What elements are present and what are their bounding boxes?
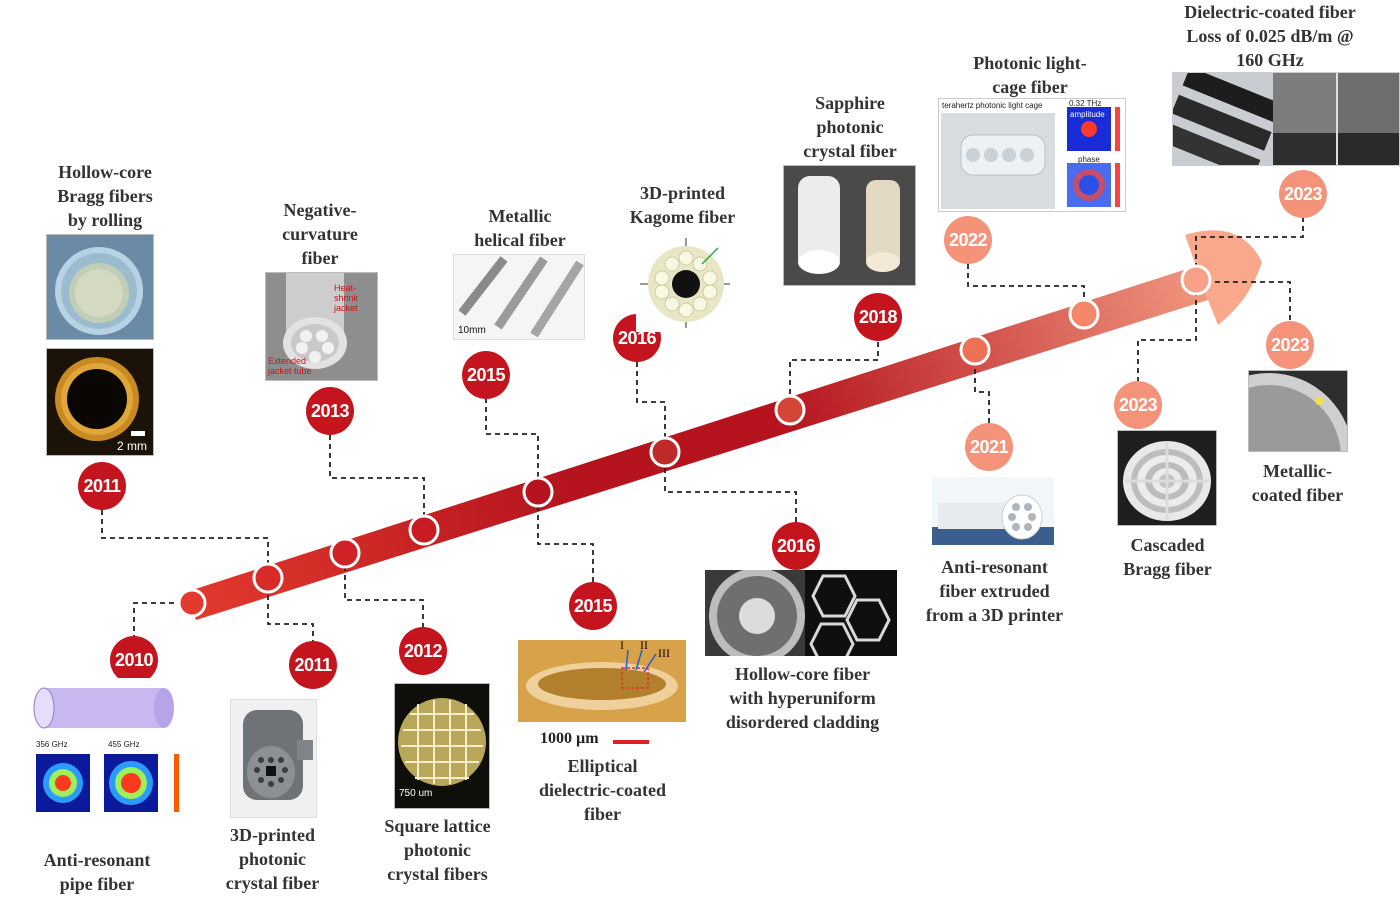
label-kagome: 3D-printed Kagome fiber xyxy=(629,183,736,227)
image-elliptical: I II III xyxy=(518,640,686,722)
connector-2015a xyxy=(485,398,539,492)
year-badge-2018: 2018 xyxy=(854,293,902,341)
image-anti-resonant-pipe: 356 GHz 455 GHz xyxy=(18,678,208,838)
year-badge-2023-metallic: 2023 xyxy=(1266,321,1314,369)
image-metallic-coated xyxy=(1248,370,1348,452)
connector-2022 xyxy=(967,264,1085,314)
timeline-nodes xyxy=(177,264,1212,618)
connector-2021 xyxy=(974,350,990,423)
label-negative-curvature: Negative- curvature fiber xyxy=(282,200,358,268)
year-badge-2022: 2022 xyxy=(944,216,992,264)
image-kagome-cross-section xyxy=(636,234,734,332)
label-hyperuniform: Hollow-core fiber with hyperuniform diso… xyxy=(725,664,880,732)
label-bragg-rolling: Hollow-core Bragg fibers by rolling xyxy=(57,162,153,230)
image-dielectric-coated xyxy=(1172,72,1400,166)
image-bragg-rolled-tube xyxy=(46,234,154,340)
year-badge-2013: 2013 xyxy=(306,387,354,435)
scale-bar-2mm: 2 mm xyxy=(117,439,147,453)
connector-2015b xyxy=(537,492,594,582)
image-extruded xyxy=(932,477,1054,545)
year-badge-2016-hyperuniform: 2016 xyxy=(772,522,820,570)
label-dielectric-coated: Dielectric-coated fiber Loss of 0.025 dB… xyxy=(1184,2,1356,70)
label-sapphire: Sapphire photonic crystal fiber xyxy=(803,93,897,161)
year-badge-2011-printed: 2011 xyxy=(289,641,337,689)
year-badge-2021: 2021 xyxy=(965,423,1013,471)
year-badge-2011-bragg: 2011 xyxy=(78,462,126,510)
connector-2012 xyxy=(344,553,424,628)
label-light-cage: Photonic light- cage fiber xyxy=(973,53,1087,97)
scale-bar-750um: 750 um xyxy=(399,788,433,799)
annotation-heat-shrink: Heat-shrink jacket xyxy=(334,283,359,313)
label-roman-i: I xyxy=(620,640,624,652)
label-roman-iii: III xyxy=(658,646,670,660)
label-printed-pcf: 3D-printed photonic crystal fiber xyxy=(225,825,320,893)
year-badge-2015-elliptical: 2015 xyxy=(569,582,617,630)
connector-2023a xyxy=(1195,217,1304,280)
light-cage-phase: phase xyxy=(1078,155,1100,164)
connector-2023c xyxy=(1196,281,1291,320)
mode-label-356ghz: 356 GHz xyxy=(36,740,68,749)
connector-2018 xyxy=(789,342,879,410)
connector-2011b xyxy=(267,578,314,645)
image-printed-pcf xyxy=(230,699,317,818)
annotation-jacket-tube: Extended jacket tube xyxy=(268,356,312,376)
image-hyperuniform xyxy=(705,570,897,656)
light-cage-frequency: 0.32 THz xyxy=(1069,99,1102,108)
label-metallic-helical: Metallic helical fiber xyxy=(474,206,566,250)
connector-2023b xyxy=(1137,280,1197,382)
year-badge-2023-cascaded: 2023 xyxy=(1114,381,1162,429)
label-metallic-coated: Metallic- coated fiber xyxy=(1251,461,1344,505)
label-cascaded-bragg: Cascaded Bragg fiber xyxy=(1123,535,1212,579)
connector-2011a xyxy=(101,510,269,578)
image-negative-curvature: Heat-shrink jacket Extended jacket tube xyxy=(265,272,378,381)
dashed-connectors xyxy=(101,217,1304,645)
timeline-arrow-shaft xyxy=(186,266,1208,620)
scale-bar-1000um xyxy=(613,740,649,744)
year-badge-2012: 2012 xyxy=(399,627,447,675)
connector-2016b xyxy=(664,452,797,522)
image-metallic-helical: 10mm xyxy=(453,254,585,340)
year-badge-2010: 2010 xyxy=(110,636,158,684)
label-square-lattice: Square lattice photonic crystal fibers xyxy=(384,816,491,884)
label-anti-resonant-pipe: Anti-resonant pipe fiber xyxy=(43,850,151,894)
connector-2013 xyxy=(329,435,425,530)
image-cascaded-bragg xyxy=(1117,430,1217,526)
year-badge-2023-dielectric: 2023 xyxy=(1279,170,1327,218)
image-square-lattice: 750 um xyxy=(394,683,490,809)
connector-2016a xyxy=(636,362,666,452)
year-badge-2015-helical: 2015 xyxy=(462,351,510,399)
label-extruded: Anti-resonant fiber extruded from a 3D p… xyxy=(925,557,1064,625)
scale-bar-10mm: 10mm xyxy=(458,325,486,336)
timeline-arrow-head xyxy=(1185,230,1262,325)
image-bragg-cross-section: 2 mm xyxy=(46,348,154,456)
label-elliptical: Elliptical dielectric-coated fiber xyxy=(539,756,666,824)
light-cage-title: terahertz photonic light cage xyxy=(942,101,1043,110)
image-light-cage: terahertz photonic light cage 0.32 THz a… xyxy=(938,98,1126,212)
scale-bar-1000um-label: 1000 µm xyxy=(540,730,599,747)
light-cage-amplitude: amplitude xyxy=(1070,110,1105,119)
label-roman-ii: II xyxy=(640,640,648,652)
connector-2010 xyxy=(133,602,192,640)
image-sapphire-fiber xyxy=(783,165,916,286)
mode-label-455ghz: 455 GHz xyxy=(108,740,140,749)
